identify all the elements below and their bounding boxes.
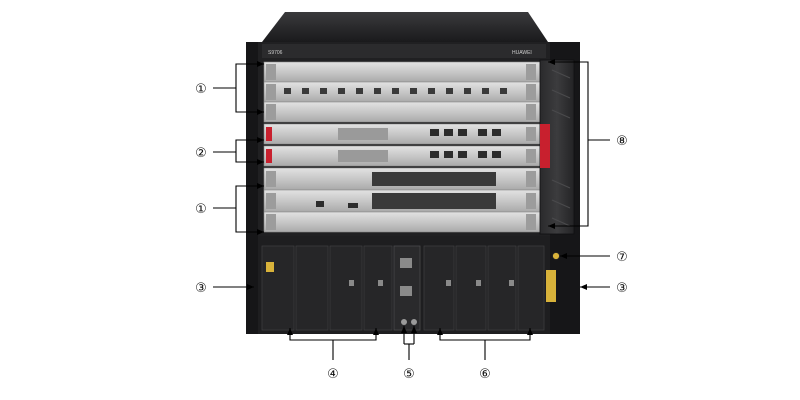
card-ejector-right[interactable] [526, 149, 536, 163]
service-card-2 [263, 81, 541, 103]
callout-lines [213, 61, 610, 360]
callout-5: ⑤ [403, 367, 415, 382]
brand-label: HUAWEI [512, 50, 532, 56]
ground-screw-left [401, 319, 407, 325]
card-ejector-left[interactable] [266, 84, 276, 100]
card-ejector-right[interactable] [526, 64, 536, 80]
card-slots [263, 61, 541, 233]
bracket-8 [548, 61, 589, 227]
bracket-1b [235, 185, 264, 233]
power-module-3[interactable] [329, 245, 363, 331]
ground-screw-right [411, 319, 417, 325]
bracket-2 [235, 139, 264, 163]
callout-3-left: ③ [195, 281, 207, 296]
card-ejector-right[interactable] [526, 84, 536, 100]
fan-vents [551, 69, 571, 227]
callout-1b: ① [195, 202, 207, 217]
card-ejector-left[interactable] [266, 171, 276, 187]
top-bezel [262, 44, 546, 58]
power-module-7[interactable] [487, 245, 517, 331]
monitor-port[interactable] [400, 258, 412, 268]
power-section [258, 236, 560, 334]
power-module-1[interactable] [261, 245, 295, 331]
esd-label [546, 270, 556, 302]
card-ejector-right[interactable] [526, 214, 536, 230]
model-label: S9706 [268, 50, 283, 56]
mpu-handle-red[interactable] [266, 149, 272, 163]
mpu-handle-red[interactable] [266, 127, 272, 141]
chassis-top [262, 12, 548, 42]
card-port-small [348, 203, 358, 208]
fan-tray-handle-red[interactable] [540, 124, 550, 168]
card-ejector-left[interactable] [266, 193, 276, 209]
callouts: ① ② ① ③ ④ ⑤ ⑥ ⑦ ③ ⑧ [195, 82, 628, 382]
card-ejector-right[interactable] [526, 193, 536, 209]
callout-1a: ① [195, 82, 207, 97]
psu-warning-label [266, 262, 274, 272]
card-ejector-left[interactable] [266, 64, 276, 80]
callout-arrowheads [247, 59, 587, 335]
callout-2: ② [195, 146, 207, 161]
card-ejector-left[interactable] [266, 214, 276, 230]
callout-7: ⑦ [616, 250, 628, 265]
callout-3-right: ③ [616, 281, 628, 296]
fan-tray [539, 59, 575, 235]
card-ejector-right[interactable] [526, 171, 536, 187]
module-latches [349, 280, 514, 286]
power-module-5[interactable] [423, 245, 455, 331]
power-module-6[interactable] [455, 245, 487, 331]
mpu-card-b [263, 145, 541, 167]
sfp-ports-upper [372, 172, 496, 186]
mpu-ports [430, 151, 501, 158]
service-card-3 [263, 101, 541, 123]
rj45-ports [372, 193, 496, 209]
card-port-small [316, 201, 324, 207]
callout-6: ⑥ [479, 367, 491, 382]
mpu-vent-grille [338, 150, 388, 162]
card-ejector-left[interactable] [266, 104, 276, 120]
service-card-1 [263, 61, 541, 83]
mpu-ports [430, 129, 501, 136]
callout-4: ④ [327, 367, 339, 382]
service-card-6 [263, 211, 541, 233]
card-ejector-right[interactable] [526, 127, 536, 141]
monitor-port[interactable] [400, 286, 412, 296]
card-ejector-right[interactable] [526, 104, 536, 120]
mpu-vent-grille [338, 128, 388, 140]
service-card-4 [263, 167, 541, 191]
mpu-card-a [263, 123, 541, 145]
power-module-4[interactable] [363, 245, 393, 331]
power-module-2[interactable] [295, 245, 329, 331]
service-card-5 [263, 189, 541, 213]
esd-jack[interactable] [552, 252, 560, 260]
power-module-8[interactable] [517, 245, 545, 331]
optical-ports-row [284, 88, 507, 94]
callout-8: ⑧ [616, 134, 628, 149]
